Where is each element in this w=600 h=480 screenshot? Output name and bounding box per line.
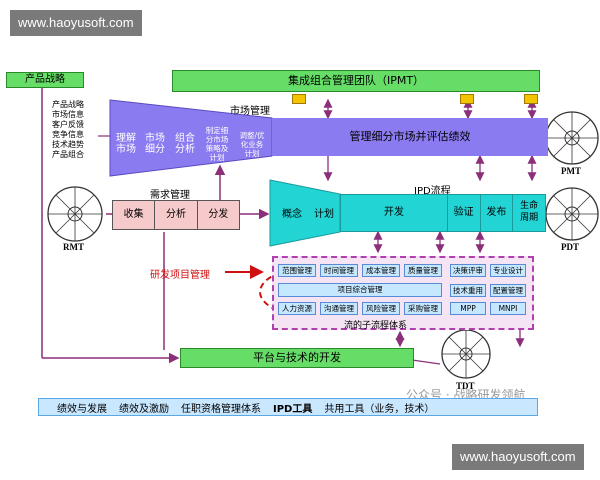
market-step: 制定细 分市场 策略及 计划 [205,126,229,162]
sub-box: MPP [450,302,486,315]
tdt-label: TDT [456,381,475,391]
market-funnel [109,99,273,177]
market-input-item: 竞争信息 [52,130,84,139]
sub-box: 决策评审 [450,264,486,277]
check-icon [460,94,474,104]
sub-wide-box: 项目综合管理 [278,283,442,297]
sub-box: 配置管理 [490,284,526,297]
market-mgmt-title: 市场管理 [230,106,270,117]
product-strategy-box: 产品战略 [6,72,84,88]
sub-box: 成本管理 [362,264,400,277]
sub-box: 时间管理 [320,264,358,277]
ipd-step-verify: 验证 [448,195,481,231]
check-icon [524,94,538,104]
rmt-wheel [47,186,103,242]
ipd-step-plan: 计划 [314,209,334,220]
market-input-item: 产品战略 [52,100,84,109]
ipd-step-develop: 开发 [341,195,448,231]
sub-box: 技术重用 [450,284,486,297]
ipd-funnel [269,179,341,247]
market-input-item: 技术趋势 [52,140,84,149]
watermark-bottom: www.haoyusoft.com [452,444,584,470]
sub-box: 人力资源 [278,302,316,315]
tdt-wheel [441,329,491,379]
demand-title: 需求管理 [150,190,190,201]
ipd-step-concept: 概念 [282,209,302,220]
bottom-item: 绩效与发展 [57,403,107,415]
sub-box: 沟通管理 [320,302,358,315]
market-step: 市场 细分 [145,133,165,155]
sub-box: 专业设计 [490,264,526,277]
market-input-item: 产品组合 [52,150,84,159]
bottom-item: IPD工具 [273,403,313,415]
bottom-item: 绩效及激励 [119,403,169,415]
ipd-step-lifecycle: 生命 周期 [520,201,539,223]
market-bar: 管理细分市场并评估绩效 [272,118,548,156]
platform-bar: 平台与技术的开发 [180,348,414,368]
sub-box: 风险管理 [362,302,400,315]
bottom-item: 共用工具（业务，技术） [324,403,435,415]
pdt-wheel [545,187,599,241]
sub-box: 质量管理 [404,264,442,277]
pdt-label: PDT [561,242,579,252]
market-inputs: 产品战略 市场信息 客户反馈 竞争信息 技术趋势 产品组合 [52,100,108,160]
market-input-item: 市场信息 [52,110,84,119]
check-icon [292,94,306,104]
market-steps: 理解 市场 市场 细分 组合 分析 制定细 分市场 策略及 计划 调整/优 化业… [112,118,272,170]
demand-step: 分发 [208,209,229,220]
rd-pm-label: 研发项目管理 [150,270,210,281]
sub-box: 范围管理 [278,264,316,277]
market-input-item: 客户反馈 [52,120,84,129]
market-step: 调整/优 化业务 计划 [239,130,265,158]
subflow-label: 流的子流程体系 [344,321,408,331]
ipmt-bar: 集成组合管理团队（IPMT） [172,70,540,92]
pmt-wheel [545,111,599,165]
ipd-title: IPD流程 [414,186,451,197]
market-step: 理解 市场 [116,133,136,155]
demand-step: 收集 [113,201,156,229]
ipd-step-release: 发布 [481,195,514,231]
rmt-label: RMT [63,242,84,252]
bottom-item: 任职资格管理体系 [181,403,261,415]
demand-row: 收集 分析 分发 [112,200,240,230]
pmt-label: PMT [561,166,581,176]
market-step: 组合 分析 [175,133,195,155]
bottom-bar: 绩效与发展 绩效及激励 任职资格管理体系 IPD工具 共用工具（业务，技术） [38,398,538,416]
demand-step: 分析 [155,201,198,229]
sub-box: MNPI [490,302,526,315]
watermark-top: www.haoyusoft.com [10,10,142,36]
ipd-bar: 开发 验证 发布 生命 周期 [340,194,546,232]
sub-box: 采购管理 [404,302,442,315]
